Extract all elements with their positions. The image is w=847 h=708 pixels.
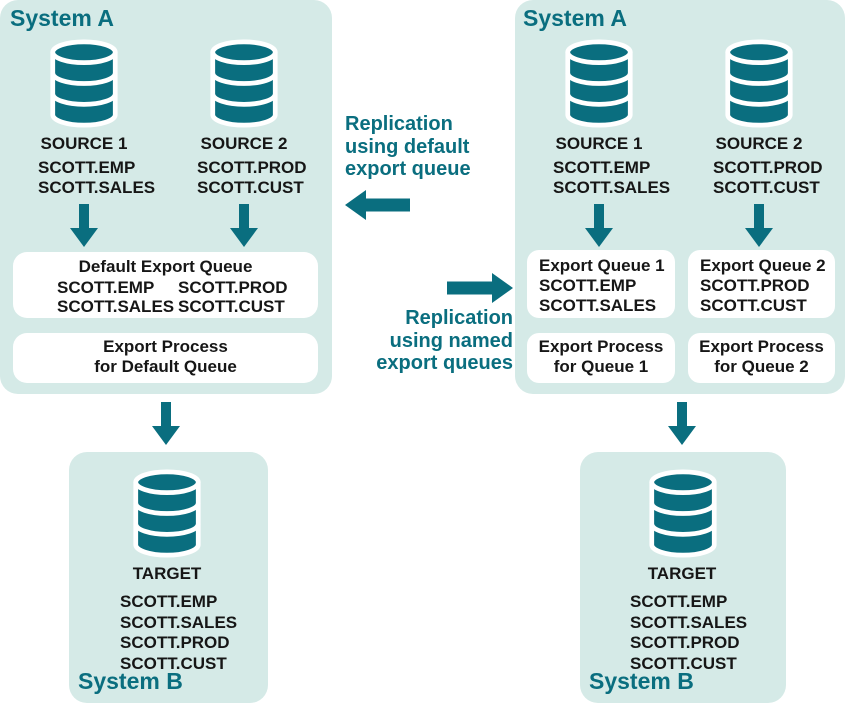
database-icon — [129, 469, 205, 558]
block-arrow-left-icon — [345, 189, 410, 221]
target-label: TARGET — [647, 564, 717, 583]
caption-line: Replication — [345, 113, 453, 135]
block-arrow-down-icon — [745, 204, 773, 247]
default-export-queue-box: Default Export Queue SCOTT.EMP SCOTT.SAL… — [13, 252, 318, 318]
table-name: SCOTT.SALES — [630, 612, 748, 632]
source-2-tables: SCOTT.PROD SCOTT.CUST — [713, 158, 823, 198]
table-name: SCOTT.EMP — [539, 276, 637, 295]
table-name: SCOTT.PROD — [713, 158, 823, 177]
export-process-default-box: Export Process for Default Queue — [13, 333, 318, 383]
table-name: SCOTT.EMP — [57, 278, 155, 297]
export-process-queue-2-box: Export Process for Queue 2 — [688, 333, 835, 383]
block-arrow-right-icon — [447, 272, 513, 304]
table-name: SCOTT.CUST — [120, 653, 227, 673]
block-arrow-down-icon — [152, 402, 180, 445]
database-icon — [206, 39, 282, 128]
default-export-queue-title: Default Export Queue — [78, 257, 253, 276]
block-arrow-down-icon — [70, 204, 98, 247]
source-2-label: SOURCE 2 — [200, 134, 288, 153]
export-process-line: for Default Queue — [94, 357, 237, 376]
target-label: TARGET — [132, 564, 202, 583]
table-name: SCOTT.EMP — [38, 158, 136, 177]
table-name: SCOTT.SALES — [57, 297, 175, 316]
table-name: SCOTT.SALES — [553, 178, 671, 197]
target-tables: SCOTT.EMP SCOTT.SALES SCOTT.PROD SCOTT.C… — [630, 592, 747, 674]
table-name: SCOTT.PROD — [178, 278, 288, 297]
table-name: SCOTT.PROD — [197, 158, 307, 177]
source-2-label: SOURCE 2 — [715, 134, 803, 153]
export-queue-1-title: Export Queue 1 — [539, 256, 665, 275]
target-tables: SCOTT.EMP SCOTT.SALES SCOTT.PROD SCOTT.C… — [120, 592, 237, 674]
database-icon — [721, 39, 797, 128]
system-b-label: System B — [78, 668, 183, 694]
table-name: SCOTT.SALES — [539, 296, 657, 315]
system-b-label: System B — [589, 668, 694, 694]
table-name: SCOTT.EMP — [120, 592, 218, 611]
export-process-line: Export Process — [103, 337, 228, 356]
caption-line: export queue — [345, 158, 471, 180]
source-1-label: SOURCE 1 — [555, 134, 643, 153]
queue-column-1: SCOTT.EMP SCOTT.SALES — [57, 278, 174, 316]
system-a-label: System A — [523, 5, 627, 31]
table-name: SCOTT.PROD — [120, 633, 230, 652]
export-queue-2-box: Export Queue 2 SCOTT.PROD SCOTT.CUST — [688, 250, 835, 318]
export-process-line: Export Process — [538, 337, 664, 356]
replication-named-caption: Replication using named export queues — [338, 307, 513, 375]
system-a-label: System A — [10, 5, 114, 31]
table-name: SCOTT.EMP — [630, 592, 728, 611]
block-arrow-down-icon — [668, 402, 696, 445]
table-name: SCOTT.SALES — [120, 612, 238, 632]
table-name: SCOTT.EMP — [553, 158, 651, 177]
table-name: SCOTT.CUST — [700, 296, 807, 315]
caption-line: using named — [389, 329, 513, 352]
export-queue-1-box: Export Queue 1 SCOTT.EMP SCOTT.SALES — [527, 250, 675, 318]
queue-column-2: SCOTT.PROD SCOTT.CUST — [178, 278, 288, 316]
source-1-tables: SCOTT.EMP SCOTT.SALES — [553, 158, 670, 198]
table-name: SCOTT.CUST — [713, 178, 820, 197]
block-arrow-down-icon — [585, 204, 613, 247]
export-queue-2-title: Export Queue 2 — [700, 256, 826, 275]
source-2-tables: SCOTT.PROD SCOTT.CUST — [197, 158, 307, 198]
export-process-line: Export Process — [699, 337, 824, 356]
table-name: SCOTT.CUST — [197, 178, 304, 197]
database-icon — [645, 469, 721, 558]
database-icon — [46, 39, 122, 128]
export-process-line: for Queue 1 — [553, 357, 649, 376]
table-name: SCOTT.PROD — [630, 633, 740, 652]
export-process-line: for Queue 2 — [714, 357, 809, 376]
table-name: SCOTT.CUST — [178, 297, 285, 316]
caption-line: Replication — [405, 307, 513, 329]
source-1-label: SOURCE 1 — [40, 134, 128, 153]
replication-default-caption: Replication using default export queue — [345, 113, 471, 181]
table-name: SCOTT.CUST — [630, 653, 737, 673]
source-1-tables: SCOTT.EMP SCOTT.SALES — [38, 158, 155, 198]
table-name: SCOTT.SALES — [38, 178, 156, 197]
block-arrow-down-icon — [230, 204, 258, 247]
export-process-queue-1-box: Export Process for Queue 1 — [527, 333, 675, 383]
caption-line: using default — [345, 135, 470, 158]
database-icon — [561, 39, 637, 128]
caption-line: export queues — [376, 352, 513, 374]
table-name: SCOTT.PROD — [700, 276, 810, 295]
